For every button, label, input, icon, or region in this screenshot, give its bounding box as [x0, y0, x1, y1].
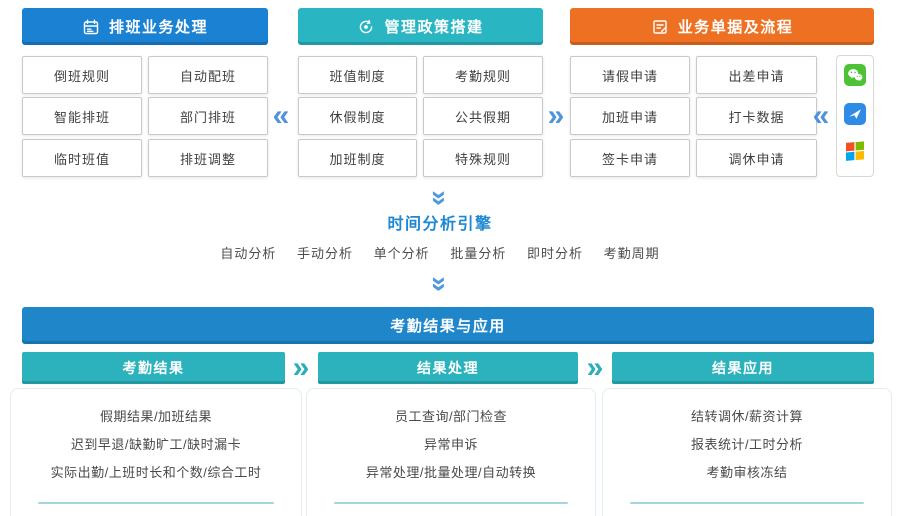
chevron-left-icon: « [272, 99, 290, 132]
cell-shift-system: 班值制度 [298, 56, 417, 94]
header-title: 管理政策搭建 [384, 19, 484, 36]
header-title: 排班业务处理 [108, 19, 208, 36]
result-item: 结转调休/薪资计算 [690, 409, 804, 424]
cell-dept-scheduling: 部门排班 [148, 97, 268, 135]
cell-temp-shift: 临时班值 [22, 139, 142, 177]
send-app-icon [844, 102, 866, 130]
result-item: 报表统计/工时分析 [690, 437, 804, 452]
results-banner: 考勤结果与应用 [22, 307, 874, 344]
chevron-right-icon: » [586, 351, 604, 384]
calendar-icon [82, 18, 100, 36]
engine-item: 批量分析 [450, 246, 507, 261]
header-documents: 业务单据及流程 [570, 8, 874, 45]
subheader-result-application: 结果应用 [612, 352, 874, 384]
chevron-down-icon: » [424, 276, 456, 292]
engine-items: 自动分析 手动分析 单个分析 批量分析 即时分析 考勤周期 [0, 243, 880, 262]
result-item: 异常处理/批量处理/自动转换 [365, 465, 537, 480]
attendance-results-panel: 假期结果/加班结果 迟到早退/缺勤旷工/缺时漏卡 实际出勤/上班时长和个数/综合… [10, 388, 302, 516]
cell-comp-leave-request: 调休申请 [696, 139, 817, 177]
cell-sign-card-request: 签卡申请 [570, 139, 690, 177]
header-title: 业务单据及流程 [677, 19, 794, 36]
cell-leave-request: 请假申请 [570, 56, 690, 94]
cell-shift-rules: 倒班规则 [22, 56, 142, 94]
panel-divider [334, 502, 568, 504]
cell-attendance-rules: 考勤规则 [423, 56, 543, 94]
cell-schedule-adjust: 排班调整 [148, 139, 268, 177]
result-item: 考勤审核冻结 [706, 465, 788, 480]
cell-public-holiday: 公共假期 [423, 97, 543, 135]
cell-special-rules: 特殊规则 [423, 139, 543, 177]
cell-smart-scheduling: 智能排班 [22, 97, 142, 135]
cell-business-trip: 出差申请 [696, 56, 817, 94]
header-policy: 管理政策搭建 [298, 8, 543, 45]
subheader-result-processing: 结果处理 [318, 352, 578, 384]
subheader-attendance-results: 考勤结果 [22, 352, 285, 384]
result-application-panel: 结转调休/薪资计算 报表统计/工时分析 考勤审核冻结 [602, 388, 892, 516]
gear-refresh-icon [357, 18, 375, 36]
cell-auto-assign: 自动配班 [148, 56, 268, 94]
result-item: 迟到早退/缺勤旷工/缺时漏卡 [70, 437, 242, 452]
engine-item: 单个分析 [373, 246, 430, 261]
engine-item: 手动分析 [297, 246, 354, 261]
chevron-right-icon: » [547, 99, 565, 132]
cell-punch-data: 打卡数据 [696, 97, 817, 135]
windows-icon [845, 141, 865, 166]
engine-item: 即时分析 [526, 246, 583, 261]
engine-item: 自动分析 [220, 246, 277, 261]
cell-overtime-system: 加班制度 [298, 139, 417, 177]
header-scheduling: 排班业务处理 [22, 8, 268, 45]
result-item: 实际出勤/上班时长和个数/综合工时 [50, 465, 262, 480]
result-item: 异常申诉 [423, 437, 478, 452]
chevron-right-icon: » [292, 351, 310, 384]
cell-overtime-request: 加班申请 [570, 97, 690, 135]
engine-title: 时间分析引擎 [387, 216, 493, 233]
wechat-icon [844, 64, 866, 91]
panel-divider [38, 502, 274, 504]
cell-leave-system: 休假制度 [298, 97, 417, 135]
result-item: 假期结果/加班结果 [99, 409, 213, 424]
chevron-left-icon: « [812, 99, 830, 132]
engine-item: 考勤周期 [603, 246, 660, 261]
result-item: 员工查询/部门检查 [394, 409, 508, 424]
data-source-apps-panel [836, 55, 874, 177]
panel-divider [630, 502, 864, 504]
result-processing-panel: 员工查询/部门检查 异常申诉 异常处理/批量处理/自动转换 [306, 388, 596, 516]
form-pen-icon [651, 18, 669, 36]
